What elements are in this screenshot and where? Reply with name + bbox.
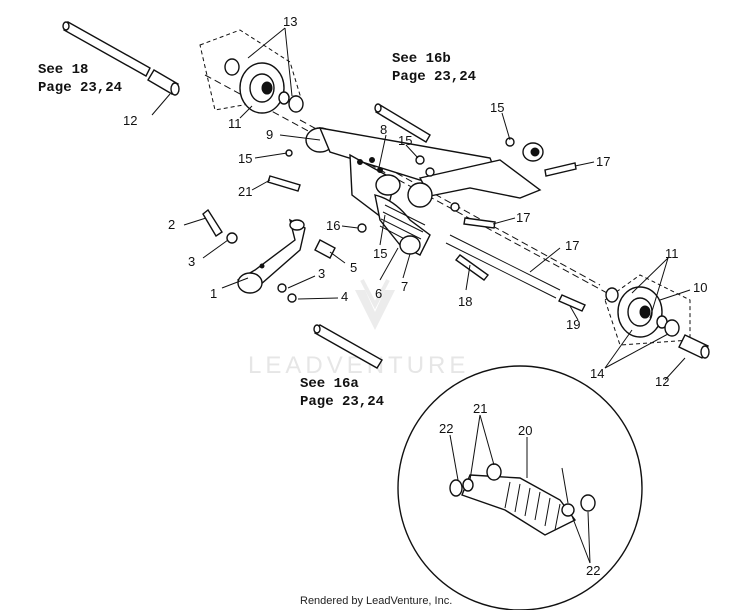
- callout-2: 2: [168, 217, 175, 232]
- callout-18: 21: [238, 184, 252, 199]
- ref-see-18-page: Page 23,24: [38, 80, 122, 96]
- callout-9: 9: [266, 127, 273, 142]
- rear-arm: [305, 127, 544, 208]
- callout-3: 3: [318, 266, 325, 281]
- footer-credit: Rendered by LeadVenture, Inc.: [300, 595, 452, 607]
- front-arm: [202, 208, 336, 303]
- callout-14: 15: [373, 246, 387, 261]
- callout-22: 22: [439, 421, 453, 436]
- callout-13: 14: [590, 366, 604, 381]
- rod-see-16a: [313, 324, 383, 369]
- ref-see-18: See 18: [38, 62, 88, 78]
- callout-3: 3: [188, 254, 195, 269]
- ref-see-16a: See 16a: [300, 376, 359, 392]
- callout-6: 6: [375, 286, 382, 301]
- bolts: [267, 149, 586, 312]
- callout-11: 11: [665, 246, 679, 261]
- callout-13: 13: [283, 14, 297, 29]
- idler-wheel-upper: [199, 29, 304, 114]
- callout-21: 21: [473, 401, 487, 416]
- callouts: 13 12 11 9 15 21 8 15 15 17 17 17 16 15 …: [123, 14, 707, 578]
- callout-8: 8: [380, 122, 387, 137]
- callout-10: 10: [693, 280, 707, 295]
- callout-5: 5: [350, 260, 357, 275]
- rod-see-16b: [374, 103, 431, 143]
- ref-see-16b-page: Page 23,24: [392, 69, 476, 85]
- callout-17: 17: [516, 210, 530, 225]
- callout-21: 22: [586, 563, 600, 578]
- ref-see-16a-page: Page 23,24: [300, 394, 384, 410]
- callout-12: 12: [655, 374, 669, 389]
- idler-wheel-lower: [604, 274, 710, 359]
- callout-15: 15: [398, 133, 412, 148]
- watermark: LEADVENTURE: [248, 279, 465, 379]
- callout-17: 17: [596, 154, 610, 169]
- callout-15: 16: [326, 218, 340, 233]
- callout-17: 18: [458, 294, 472, 309]
- rod-see-18: [62, 21, 180, 96]
- callout-15: 15: [238, 151, 252, 166]
- callout-7: 7: [401, 279, 408, 294]
- shock-center: [349, 153, 460, 256]
- callout-16: 17: [565, 238, 579, 253]
- callout-20: 20: [518, 423, 532, 438]
- ref-see-16b: See 16b: [392, 51, 451, 67]
- callout-19: 19: [566, 317, 580, 332]
- cross-references: See 18 Page 23,24 See 16b Page 23,24 See…: [38, 51, 476, 410]
- callout-15: 15: [490, 100, 504, 115]
- callout-4: 4: [341, 289, 348, 304]
- callout-12: 12: [123, 113, 137, 128]
- callout-1: 1: [210, 286, 217, 301]
- detail-inset: [397, 365, 643, 610]
- callout-11: 11: [228, 116, 242, 131]
- leader-lines: [151, 27, 691, 564]
